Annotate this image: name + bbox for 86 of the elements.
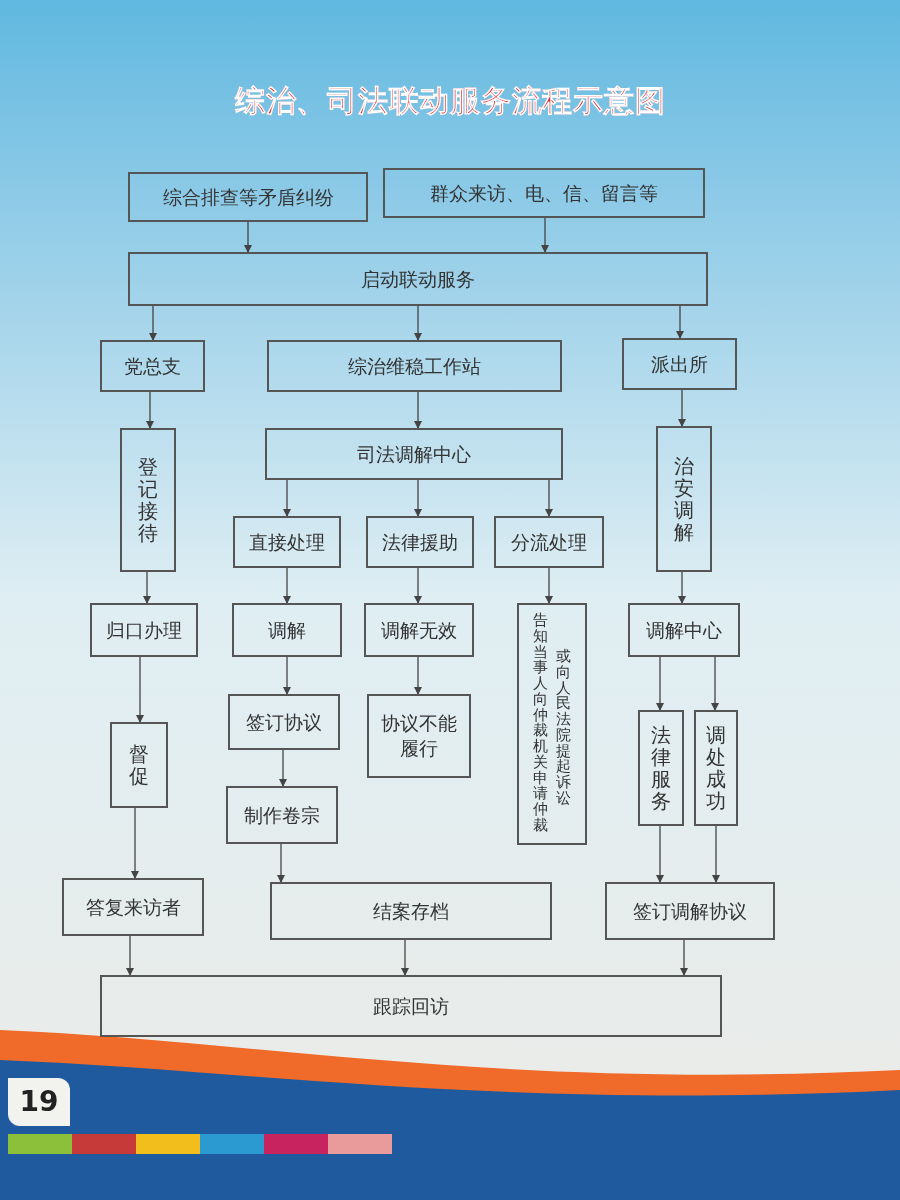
process-box: [120, 428, 176, 572]
node-text: 答复来访者: [84, 894, 182, 920]
process-box: [100, 340, 205, 392]
arrow: [244, 221, 252, 253]
arrow: [131, 807, 139, 879]
process-box: [62, 878, 204, 936]
arrow: [146, 391, 154, 429]
process-box: [128, 172, 368, 222]
node-text: 分流处理: [510, 529, 588, 555]
arrow: [283, 656, 291, 695]
arrow: [283, 479, 291, 517]
arrow: [678, 389, 686, 427]
node-text: 法律援助: [381, 529, 459, 555]
arrow: [143, 571, 151, 604]
node-text: 签订协议: [245, 709, 323, 735]
node-text: 跟踪回访: [372, 993, 450, 1019]
process-box: [366, 516, 474, 568]
process-box: [233, 516, 341, 568]
process-box: [656, 426, 712, 572]
arrow: [126, 935, 134, 976]
arrow: [279, 749, 287, 787]
node-text: 调解: [267, 617, 307, 643]
process-box: [228, 694, 340, 750]
arrow: [277, 843, 285, 883]
arrow: [136, 656, 144, 723]
node-text: 归口办理: [105, 617, 183, 643]
node-text: 督促: [129, 743, 149, 787]
node-text: 启动联动服务: [360, 266, 476, 292]
arrow: [414, 479, 422, 517]
arrow: [414, 305, 422, 341]
node-text: 综合排查等矛盾纠纷: [161, 184, 335, 210]
arrow: [712, 825, 720, 883]
process-box: [367, 694, 471, 778]
node-text: 登记接待: [138, 456, 158, 544]
arrow: [711, 656, 719, 711]
node-text: 调处成功: [706, 724, 726, 812]
process-box: [128, 252, 708, 306]
node-text: 签订调解协议: [632, 898, 748, 924]
node-text: 治安调解: [674, 455, 694, 543]
page-number: 19: [8, 1078, 70, 1126]
arrow: [545, 567, 553, 604]
arrow: [656, 825, 664, 883]
arrow: [149, 305, 157, 341]
arrow: [283, 567, 291, 604]
arrow: [545, 479, 553, 517]
process-box: [364, 603, 474, 657]
diagram-title: 综治、司法联动服务流程示意图: [233, 82, 667, 120]
node-text: 告知当事人向仲裁机关申请仲裁: [533, 613, 548, 834]
arrow: [678, 571, 686, 604]
process-box: [638, 710, 684, 826]
process-box: [270, 882, 552, 940]
node-text: 制作卷宗: [243, 802, 321, 828]
process-box: [267, 340, 562, 392]
process-box: [226, 786, 338, 844]
process-box: [100, 975, 722, 1037]
node-text: 派出所: [650, 351, 709, 377]
node-text: 司法调解中心: [356, 441, 472, 467]
process-box: [605, 882, 775, 940]
arrow: [541, 217, 549, 253]
process-box: [232, 603, 342, 657]
process-box: [265, 428, 563, 480]
process-box: [110, 722, 168, 808]
process-box: [622, 338, 737, 390]
node-text: 调解中心: [645, 617, 723, 643]
arrow: [414, 656, 422, 695]
node-text: 直接处理: [248, 529, 326, 555]
process-box: [628, 603, 740, 657]
process-box: [494, 516, 604, 568]
process-box: [383, 168, 705, 218]
arrow: [656, 656, 664, 711]
arrow: [414, 567, 422, 604]
arrow: [401, 939, 409, 976]
node-text: 调解无效: [380, 617, 458, 643]
node-text: 综治维稳工作站: [347, 353, 482, 379]
node-text: 结案存档: [372, 898, 450, 924]
node-text: 协议不能履行: [380, 711, 458, 761]
process-box: [517, 603, 587, 845]
arrow: [676, 305, 684, 339]
node-text: 群众来访、电、信、留言等: [429, 180, 659, 206]
node-text: 法律服务: [651, 724, 671, 812]
arrow: [680, 939, 688, 976]
node-text: 或向人民法院提起诉讼: [556, 649, 571, 807]
node-text: 党总支: [123, 353, 182, 379]
arrow: [414, 391, 422, 429]
process-box: [694, 710, 738, 826]
process-box: [90, 603, 198, 657]
